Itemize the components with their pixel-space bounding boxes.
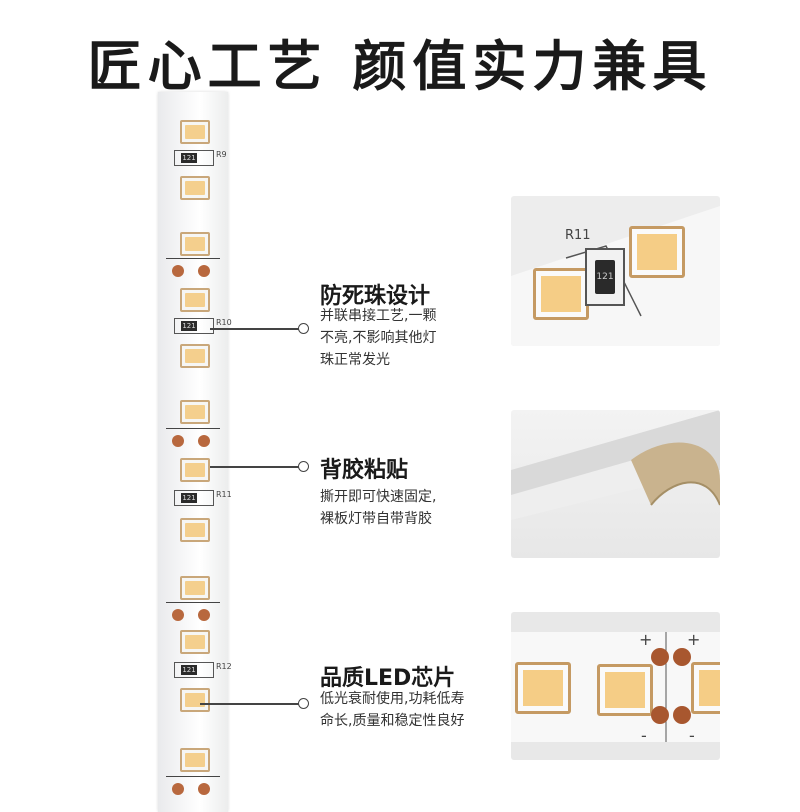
callout-line [210, 466, 302, 468]
feature-description: 并联串接工艺,一颗不亮,不影响其他灯珠正常发光 [320, 308, 437, 368]
adhesive-svg [511, 410, 720, 520]
page-title: 匠心工艺 颜值实力兼具 [87, 35, 713, 98]
resistor: 121 [174, 662, 214, 678]
callout-dot [298, 698, 309, 709]
resistor: 121 [174, 490, 214, 506]
led-chip [629, 226, 685, 278]
solder-pads [166, 776, 220, 799]
solder-pads [166, 258, 220, 281]
led-chip [180, 232, 210, 256]
resistor: 121 [585, 248, 625, 306]
solder-pad [651, 706, 669, 724]
resistor-label: R10 [216, 318, 232, 327]
led-chip [180, 288, 210, 312]
solder-pad [673, 648, 691, 666]
plus-mark: + [687, 630, 701, 649]
solder-pads [166, 428, 220, 451]
led-chip [180, 576, 210, 600]
led-chip [597, 664, 653, 716]
led-chip [515, 662, 571, 714]
photo-adhesive-backing [511, 410, 720, 558]
resistor-label: R11 [216, 490, 232, 499]
callout-dot [298, 323, 309, 334]
led-chip [533, 268, 589, 320]
resistor-label: R9 [216, 150, 227, 159]
photo-anti-dead-light: R11 121 [511, 196, 720, 346]
callout-line [200, 703, 302, 705]
callout-line [210, 328, 302, 330]
callout-dot [298, 461, 309, 472]
led-chip [180, 518, 210, 542]
led-strip: 121 R9 121 R10 121 R11 121 R12 [158, 92, 232, 812]
minus-mark: - [689, 726, 695, 745]
feature-heading: 防死珠设计 [320, 284, 431, 309]
led-chip [180, 630, 210, 654]
led-chip [180, 120, 210, 144]
resistor: 121 [174, 150, 214, 166]
led-chip [180, 458, 210, 482]
resistor-label: R12 [216, 662, 232, 671]
led-chip [180, 176, 210, 200]
led-chip [691, 662, 720, 714]
photo-led-chips: + + - - [511, 612, 720, 760]
minus-mark: - [641, 726, 647, 745]
feature-heading: 背胶粘贴 [320, 458, 409, 483]
led-chip [180, 400, 210, 424]
led-chip [180, 344, 210, 368]
feature-description: 低光衰耐使用,功耗低寿命长,质量和稳定性良好 [320, 691, 465, 729]
feature-heading: 品质LED芯片 [320, 666, 456, 691]
led-chip [180, 688, 210, 712]
feature-description: 撕开即可快速固定,裸板灯带自带背胶 [320, 489, 437, 527]
solder-pad [651, 648, 669, 666]
led-chip [180, 748, 210, 772]
plus-mark: + [639, 630, 653, 649]
solder-pads [166, 602, 220, 625]
resistor: 121 [174, 318, 214, 334]
solder-pad [673, 706, 691, 724]
resistor-label: R11 [565, 228, 591, 243]
